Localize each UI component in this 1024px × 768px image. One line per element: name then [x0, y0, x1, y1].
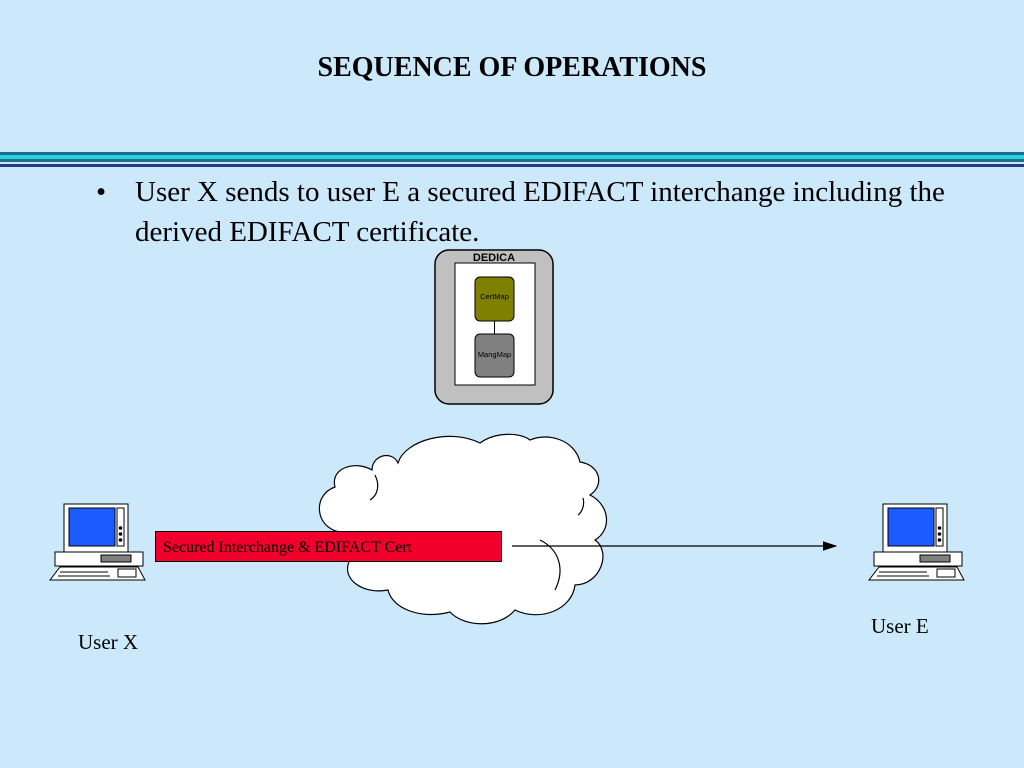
- user-e-label: User E: [871, 614, 929, 638]
- message-banner: Secured Interchange & EDIFACT Cert: [155, 531, 502, 562]
- mangmap-module: [474, 333, 515, 378]
- dedica-server: DEDICA CertMap MangMap: [434, 249, 554, 405]
- user-x-label: User X: [78, 630, 139, 654]
- mangmap-label: MangMap: [478, 350, 511, 359]
- title-divider: [0, 152, 1024, 167]
- message-label: Secured Interchange & EDIFACT Cert: [163, 539, 413, 556]
- certmap-label: CertMap: [480, 292, 509, 301]
- bullet-marker: •: [96, 176, 107, 208]
- user-e-computer-icon: [867, 503, 965, 581]
- network-cloud: [318, 433, 608, 625]
- dedica-title: DEDICA: [473, 252, 515, 264]
- bullet-text: User X sends to user E a secured EDIFACT…: [135, 176, 945, 248]
- slide-title: SEQUENCE OF OPERATIONS: [317, 52, 707, 83]
- user-x-computer-icon: [48, 503, 146, 581]
